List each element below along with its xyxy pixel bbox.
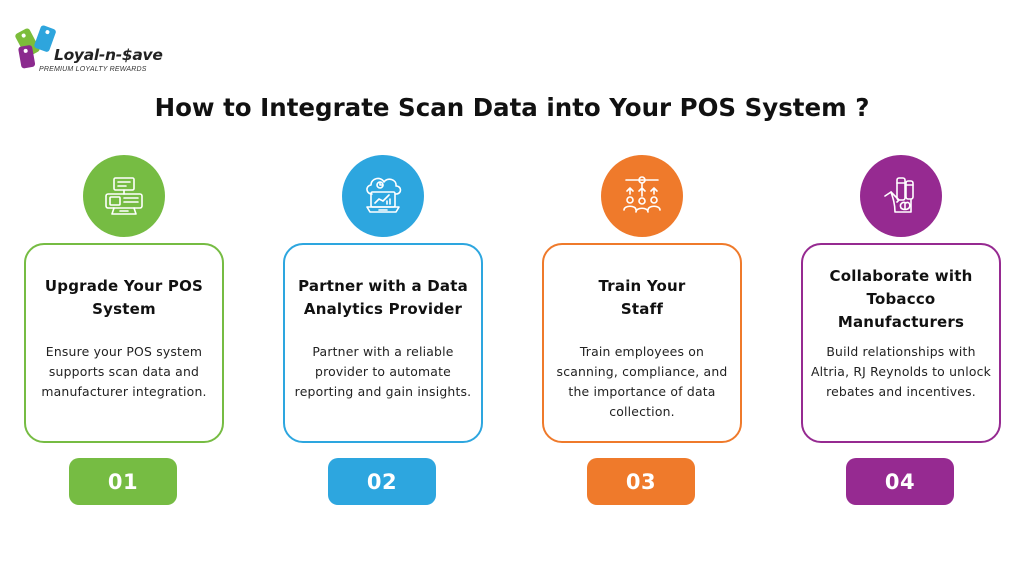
step-description: Train employees on scanning, compliance,… xyxy=(556,344,728,419)
step-number-badge: 04 xyxy=(846,458,954,505)
brand-tagline: PREMIUM LOYALTY REWARDS xyxy=(39,66,147,73)
step-card: Partner with a Data Analytics Provider P… xyxy=(283,243,483,443)
step-number-badge: 03 xyxy=(587,458,695,505)
step-card: Upgrade Your POS System Ensure your POS … xyxy=(24,243,224,443)
step-number-badge: 02 xyxy=(328,458,436,505)
pos-terminal-icon xyxy=(105,177,143,215)
step-icon-circle xyxy=(83,155,165,237)
cloud-analytics-laptop-icon xyxy=(366,177,402,213)
step-4: Collaborate with Tobacco Manufacturers B… xyxy=(801,0,1001,576)
step-description: Build relationships with Altria, RJ Reyn… xyxy=(810,344,992,399)
step-title: Train Your Staff xyxy=(598,277,686,318)
step-icon-circle xyxy=(601,155,683,237)
page-title: How to Integrate Scan Data into Your POS… xyxy=(154,93,870,122)
team-training-icon xyxy=(623,176,661,213)
brand-logo: Loyal-n-$ave PREMIUM LOYALTY REWARDS xyxy=(14,22,164,80)
step-number-badge: 01 xyxy=(69,458,177,505)
step-title: Collaborate with Tobacco Manufacturers xyxy=(829,267,973,331)
step-title: Upgrade Your POS System xyxy=(44,277,204,318)
step-card: Train Your Staff Train employees on scan… xyxy=(542,243,742,443)
step-2: Partner with a Data Analytics Provider P… xyxy=(283,0,483,576)
step-3: Train Your Staff Train employees on scan… xyxy=(542,0,742,576)
step-1: Upgrade Your POS System Ensure your POS … xyxy=(24,0,224,576)
brand-name: Loyal-n-$ave xyxy=(54,46,163,64)
step-description: Partner with a reliable provider to auto… xyxy=(294,344,472,399)
step-icon-circle xyxy=(342,155,424,237)
step-description: Ensure your POS system supports scan dat… xyxy=(41,344,207,399)
step-card: Collaborate with Tobacco Manufacturers B… xyxy=(801,243,1001,443)
step-icon-circle xyxy=(860,155,942,237)
tobacco-collaboration-icon xyxy=(884,177,914,213)
price-tags-icon xyxy=(15,25,56,69)
step-title: Partner with a Data Analytics Provider xyxy=(298,277,468,318)
